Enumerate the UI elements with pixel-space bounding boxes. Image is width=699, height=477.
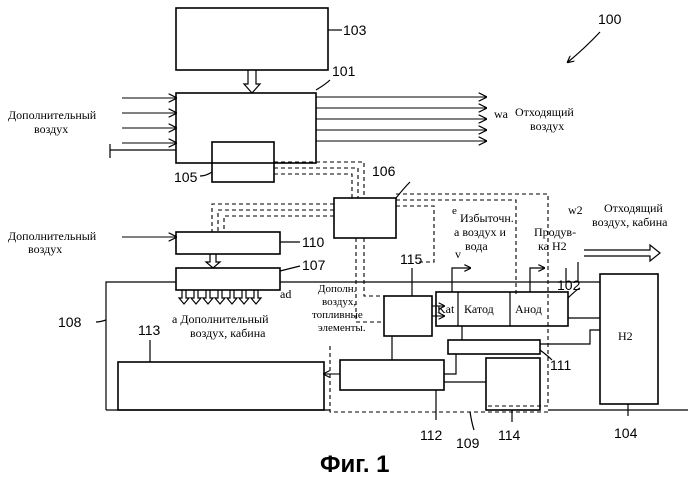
label-104: 104	[614, 425, 638, 441]
exhaust-cabin-line2: воздух, кабина	[592, 215, 668, 229]
box-101	[176, 93, 316, 163]
signal-105-106-c	[274, 174, 352, 198]
arrow-110-107	[206, 254, 220, 268]
label-kat: Kat	[437, 302, 455, 316]
box-112	[340, 360, 444, 390]
box-115	[384, 296, 432, 336]
label-v: v	[455, 247, 461, 261]
label-105: 105	[174, 169, 198, 185]
exhaust-line1: Отходящий	[515, 105, 574, 119]
fuselage-left	[106, 282, 176, 410]
arrow-107-c	[203, 290, 213, 304]
add-air-top-line2: воздух	[34, 122, 68, 136]
box-113	[118, 362, 324, 410]
label-108: 108	[58, 314, 82, 330]
label-106: 106	[372, 163, 396, 179]
label-111: 111	[550, 357, 571, 373]
boundary-109	[330, 346, 548, 412]
arrow-107-b	[191, 290, 201, 304]
excess-line3: вода	[465, 239, 488, 253]
label-w2: w2	[568, 203, 583, 217]
label-115: 115	[400, 251, 423, 267]
add-fc-line3: топливные	[312, 309, 363, 321]
excess-e: e	[452, 205, 457, 217]
label-107: 107	[302, 257, 326, 273]
label-113: 113	[138, 322, 161, 338]
add-cabin-line2: воздух, кабина	[190, 326, 266, 340]
add-fc-line4: элементы.	[318, 322, 366, 334]
label-103: 103	[343, 22, 367, 38]
arrow-107-d	[215, 290, 225, 304]
pointer-100	[568, 32, 600, 62]
label-100: 100	[598, 11, 622, 27]
label-h2-tank: H2	[618, 329, 633, 343]
signal-106-115	[364, 238, 384, 296]
leader-109	[470, 412, 474, 430]
label-wa: wa	[494, 107, 509, 121]
add-fc-line1: Дополн.	[318, 283, 357, 295]
line-111-tank	[540, 330, 600, 344]
add-air-top-line1: Дополнительный	[8, 108, 97, 122]
leader-107	[280, 266, 300, 271]
excess-line1: Избыточн.	[460, 211, 514, 225]
arrow-107-e	[227, 290, 237, 304]
exhaust-line2: воздух	[530, 119, 564, 133]
box-106	[334, 198, 396, 238]
purge-line2: ка H2	[538, 239, 567, 253]
leader-101	[316, 80, 330, 90]
box-114	[486, 358, 540, 410]
arrow-107-f	[239, 290, 249, 304]
purge-anode	[530, 268, 544, 292]
add-air-mid-line1: Дополнительный	[8, 229, 97, 243]
signal-105-106-b	[274, 168, 358, 198]
add-cabin-line1: а Дополнительный	[172, 312, 269, 326]
signal-106-110-c	[224, 216, 334, 232]
leader-108	[96, 320, 106, 322]
excess-line2: а воздух и	[454, 225, 507, 239]
arrow-107-g	[251, 290, 261, 304]
signal-106-110-a	[212, 204, 334, 232]
leader-106	[396, 182, 410, 198]
label-anode: Анод	[515, 302, 542, 316]
box-103	[176, 8, 328, 70]
label-114: 114	[498, 427, 521, 443]
arrow-107-a	[179, 290, 189, 304]
box-111	[448, 340, 540, 354]
signal-106-110-b	[218, 210, 334, 232]
add-air-mid-line2: воздух	[28, 242, 62, 256]
box-107	[176, 268, 280, 290]
exhaust-cabin-arrow	[584, 245, 660, 261]
label-101: 101	[332, 63, 356, 79]
exhaust-cabin-line1: Отходящий	[604, 201, 663, 215]
label-109: 109	[456, 435, 480, 451]
label-110: 110	[302, 234, 325, 250]
leader-105	[200, 172, 212, 176]
label-102: 102	[557, 277, 581, 293]
exhaust-cathode	[452, 268, 470, 292]
label-cathode: Катод	[464, 302, 494, 316]
box-110	[176, 232, 280, 254]
box-105	[212, 142, 274, 182]
arrow-103-101	[244, 70, 260, 93]
signal-105-106-a	[274, 162, 364, 198]
line-112-111	[444, 354, 456, 374]
purge-line1: Продув-	[534, 225, 576, 239]
figure-caption: Фиг. 1	[320, 451, 390, 477]
label-112: 112	[420, 427, 443, 443]
label-ad: ad	[280, 287, 291, 301]
add-fc-line2: воздух,	[322, 296, 356, 308]
